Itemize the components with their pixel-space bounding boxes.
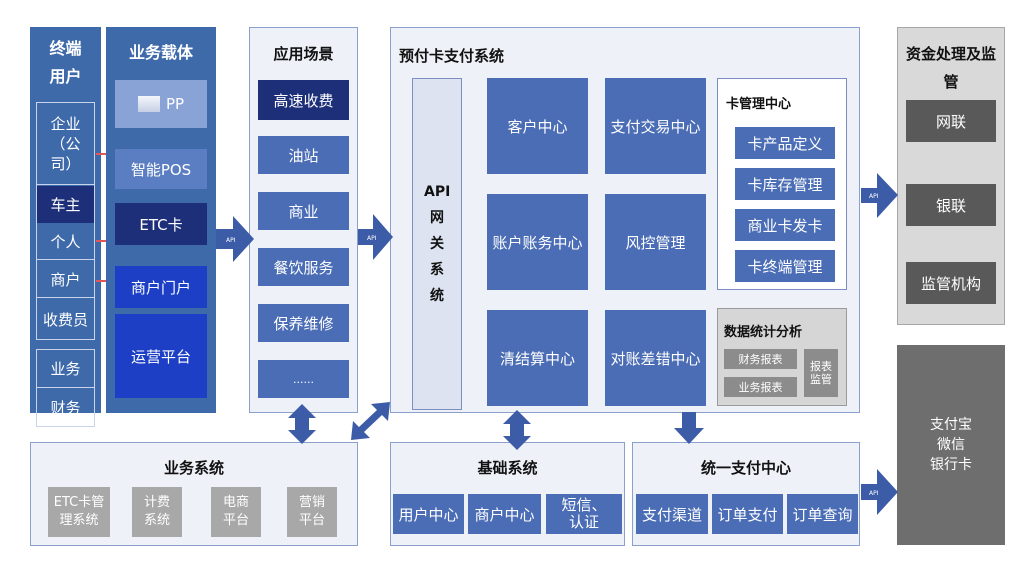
unified-payment-title: 统一支付中心 <box>700 459 791 477</box>
base-merchant-center: 商户中心 <box>468 494 541 534</box>
biz-marketing: 营销平台 <box>287 487 337 537</box>
user-business: 业务 <box>37 350 94 388</box>
carrier-pp-label: PP <box>165 95 185 113</box>
funds-regulator: 监管机构 <box>906 262 996 304</box>
carrier-ops-platform: 运营平台 <box>115 314 207 398</box>
user-toll-collector: 收费员 <box>42 310 88 329</box>
carriers-panel: 业务载体 PP 智能POS ETC卡 商户门户 运营平台 <box>106 27 216 413</box>
api-gateway-label: API网关系统 <box>424 184 451 304</box>
funds-netunion: 网联 <box>906 100 996 142</box>
arrow-prepaid-base <box>503 410 531 450</box>
payment-channels: 支付宝 微信 银行卡 <box>897 345 1005 545</box>
center-customer: 客户中心 <box>487 78 588 174</box>
scenario-gas-station: 油站 <box>258 136 349 174</box>
stats-report-supervision: 报表监管 <box>804 349 838 397</box>
stats-finance-report: 财务报表 <box>724 349 797 369</box>
business-system-title: 业务系统 <box>163 459 224 477</box>
carrier-pp: PP <box>115 80 207 128</box>
terminal-users-group-1 <box>36 102 95 340</box>
unified-payment-panel: 统一支付中心 支付渠道 订单支付 订单查询 <box>632 442 860 546</box>
stats-report-supervision-label: 报表监管 <box>810 360 832 386</box>
carriers-title: 业务载体 <box>128 43 193 62</box>
pay-order-payment: 订单支付 <box>712 494 783 534</box>
base-user-center: 用户中心 <box>393 494 464 534</box>
terminal-users-title: 终端用户 <box>49 39 82 86</box>
user-enterprise: 企业（公司） <box>37 103 94 185</box>
stats-title: 数据统计分析 <box>724 325 803 340</box>
scenario-more: ...... <box>258 360 349 398</box>
funds-title: 资金处理及监管 <box>905 45 996 91</box>
card-inventory: 卡库存管理 <box>735 168 835 200</box>
api-label-4: API <box>869 490 879 497</box>
user-car-owner: 车主 <box>37 186 94 223</box>
user-individual: 个人 <box>37 224 94 260</box>
pp-icon <box>137 96 160 112</box>
card-issuance: 商业卡发卡 <box>735 209 835 241</box>
biz-etc-card-mgmt: ETC卡管理系统 <box>48 487 110 537</box>
arrow-prepaid-to-unified <box>674 412 704 444</box>
funds-unionpay: 银联 <box>906 184 996 226</box>
scenarios-title: 应用场景 <box>273 45 334 63</box>
card-center-title: 卡管理中心 <box>726 97 792 112</box>
business-system-panel: 业务系统 ETC卡管理系统 计费系统 电商平台 营销平台 <box>30 442 358 546</box>
arrow-scenarios-to-prepaid <box>358 214 393 260</box>
center-payment-transaction: 支付交易中心 <box>605 78 706 174</box>
center-account: 账户账务中心 <box>487 194 588 290</box>
pay-order-query: 订单查询 <box>787 494 858 534</box>
payment-channels-label: 支付宝 微信 银行卡 <box>930 417 972 473</box>
arrow-scenarios-business <box>288 404 316 444</box>
scenario-commerce: 商业 <box>258 192 349 230</box>
arrow-prepaid-to-funds <box>861 173 898 218</box>
base-system-title: 基础系统 <box>477 459 538 477</box>
api-gateway: API网关系统 <box>412 78 462 410</box>
carrier-merchant-portal: 商户门户 <box>115 266 207 308</box>
carrier-smart-pos: 智能POS <box>115 149 207 189</box>
card-product-definition: 卡产品定义 <box>735 127 835 159</box>
scenario-maintenance: 保养维修 <box>258 304 349 342</box>
scenario-catering: 餐饮服务 <box>258 248 349 286</box>
arrow-unified-to-channels <box>861 469 898 515</box>
base-sms-auth: 短信、认证 <box>546 494 622 534</box>
card-center-panel: 卡管理中心 卡产品定义 卡库存管理 商业卡发卡 卡终端管理 <box>717 78 847 290</box>
prepaid-system-title: 预付卡支付系统 <box>399 47 505 65</box>
api-label-2: API <box>367 235 377 242</box>
biz-ecommerce: 电商平台 <box>211 487 261 537</box>
card-terminal: 卡终端管理 <box>735 250 835 282</box>
terminal-users-group-2 <box>36 349 95 427</box>
api-label-3: API <box>869 193 879 200</box>
arrow-business-prepaid <box>351 402 390 440</box>
prepaid-system-panel: 预付卡支付系统 API网关系统 客户中心 支付交易中心 账户账务中心 风控管理 … <box>390 27 860 413</box>
terminal-users-panel: 终端用户 企业（公司） 车主 个人 商户 收费员 业务 财务 <box>30 27 101 427</box>
user-finance: 财务 <box>50 399 81 417</box>
center-risk-control: 风控管理 <box>605 194 706 290</box>
carrier-etc-card: ETC卡 <box>115 203 207 245</box>
pay-channel: 支付渠道 <box>636 494 708 534</box>
biz-billing: 计费系统 <box>132 487 182 537</box>
scenario-highway-toll: 高速收费 <box>258 80 349 120</box>
stats-panel: 数据统计分析 财务报表 业务报表 报表监管 <box>717 308 847 406</box>
center-settlement: 清结算中心 <box>487 310 588 406</box>
api-label-1: API <box>226 237 236 244</box>
stats-business-report: 业务报表 <box>724 377 797 397</box>
base-system-panel: 基础系统 用户中心 商户中心 短信、认证 <box>390 442 625 546</box>
funds-panel: 资金处理及监管 网联 银联 监管机构 <box>897 27 1005 325</box>
arrow-carriers-to-scenarios <box>216 216 254 262</box>
center-reconciliation: 对账差错中心 <box>605 310 706 406</box>
user-merchant: 商户 <box>37 261 94 298</box>
scenarios-panel: 应用场景 高速收费 油站 商业 餐饮服务 保养维修 ...... <box>249 27 358 413</box>
